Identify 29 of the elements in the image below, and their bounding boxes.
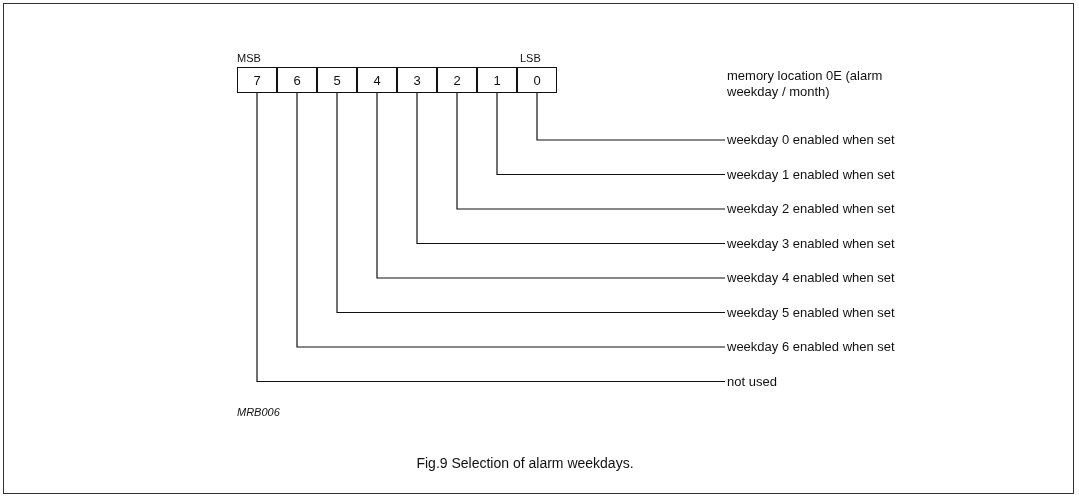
leader-line (496, 92, 726, 176)
bit-description: weekday 1 enabled when set (727, 166, 895, 183)
bit-description: weekday 6 enabled when set (727, 339, 895, 355)
figure-caption: Fig.9 Selection of alarm weekdays. (415, 455, 635, 471)
leader-line (456, 92, 726, 210)
bit-cell: 0 (517, 67, 557, 93)
bit-cell: 4 (357, 67, 397, 93)
bit-description: not used (727, 373, 777, 390)
bit-description: weekday 2 enabled when set (727, 201, 895, 217)
bit-order-label: MSB (237, 51, 261, 66)
bit-description: weekday 3 enabled when set (727, 235, 895, 252)
figure-code: MRB006 (237, 405, 280, 420)
bit-cell: 6 (277, 67, 317, 93)
bit-cell: 5 (317, 67, 357, 93)
bit-description: weekday 0 enabled when set (727, 132, 895, 148)
bit-order-label: LSB (520, 51, 541, 66)
bit-cell: 3 (397, 67, 437, 93)
leader-line (296, 92, 726, 348)
leader-line (336, 92, 726, 314)
bit-cell: 2 (437, 67, 477, 93)
leader-line (416, 92, 726, 245)
bit-cell: 1 (477, 67, 517, 93)
leader-line (536, 92, 726, 141)
bit-description: weekday 5 enabled when set (727, 304, 895, 321)
bit-cell: 7 (237, 67, 277, 93)
bit-description: weekday 4 enabled when set (727, 270, 895, 286)
leader-line (256, 92, 726, 383)
register-description: memory location 0E (alarm weekday / month) (727, 68, 884, 100)
leader-line (376, 92, 726, 279)
